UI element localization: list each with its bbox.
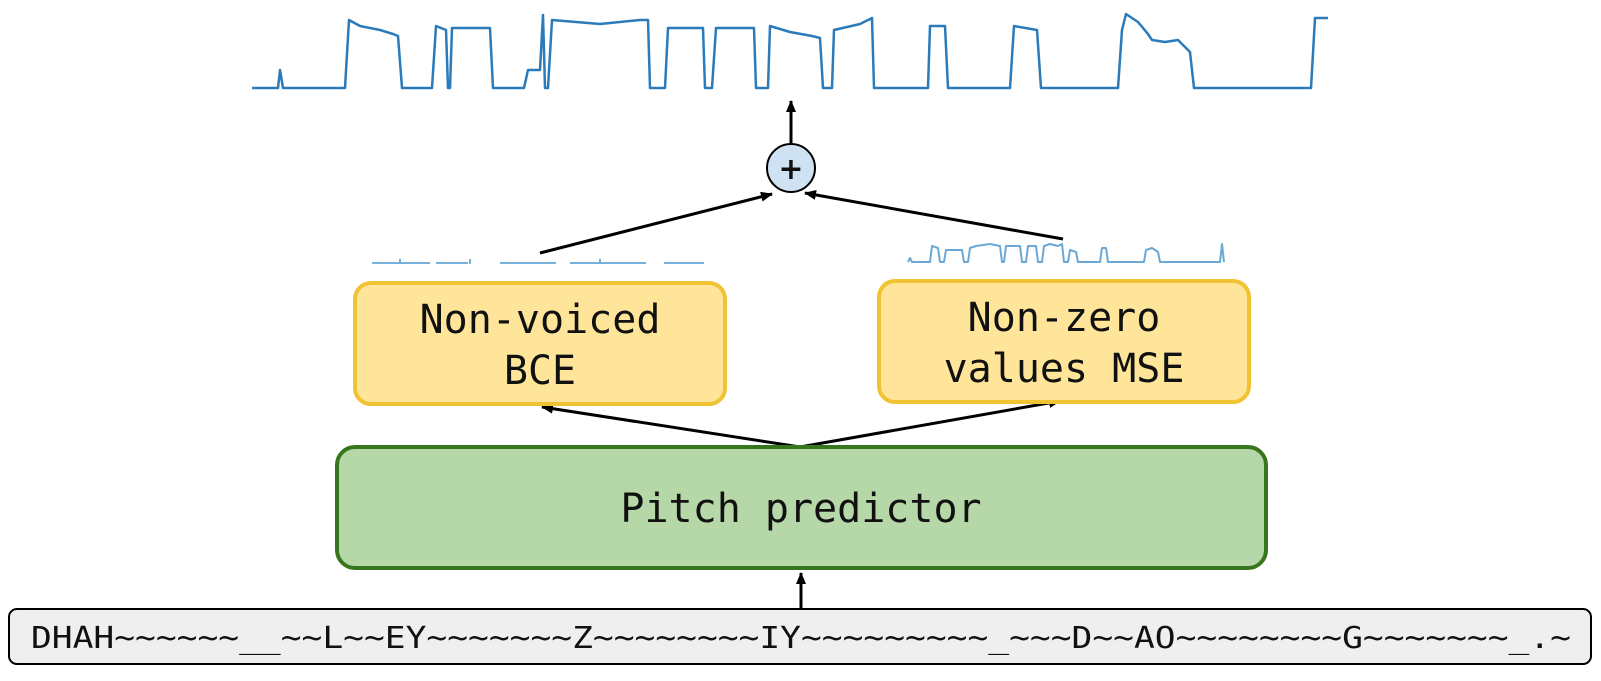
sum-node-symbol: + xyxy=(778,152,803,187)
arrow-mse-to-sum xyxy=(804,190,1064,241)
mse-partial-signal xyxy=(907,243,1225,263)
pitch-predictor-box-rect xyxy=(335,445,1268,570)
mse-loss-label-line2: values MSE xyxy=(944,346,1185,392)
bce-loss-box-rect xyxy=(353,281,727,406)
output-pitch-contour xyxy=(252,12,1328,90)
arrow-predictor-to-mse xyxy=(799,397,1061,449)
bce-loss-box: Non-voiced BCE xyxy=(353,281,727,406)
sum-node-circle xyxy=(766,143,816,193)
pitch-predictor-box: Pitch predictor xyxy=(335,445,1268,570)
pitch-predictor-label: Pitch predictor xyxy=(620,486,981,532)
mse-loss-box-rect xyxy=(877,279,1251,404)
arrow-bce-to-sum xyxy=(539,191,773,255)
mse-loss-label-line1: Non-zero xyxy=(968,295,1161,341)
input-sequence-box-rect xyxy=(8,608,1592,665)
input-sequence-text: DHAH~~~~~~__~~L~~EY~~~~~~~Z~~~~~~~~IY~~~… xyxy=(31,621,1571,656)
bce-loss-label-line1: Non-voiced xyxy=(420,297,661,343)
sum-node: + xyxy=(766,143,816,193)
bce-partial-signal xyxy=(372,259,704,264)
mse-loss-box: Non-zero values MSE xyxy=(877,279,1251,404)
input-sequence-box: DHAH~~~~~~__~~L~~EY~~~~~~~Z~~~~~~~~IY~~~… xyxy=(8,608,1592,665)
arrow-predictor-to-bce xyxy=(541,403,801,449)
bce-loss-label-line2: BCE xyxy=(504,348,576,394)
